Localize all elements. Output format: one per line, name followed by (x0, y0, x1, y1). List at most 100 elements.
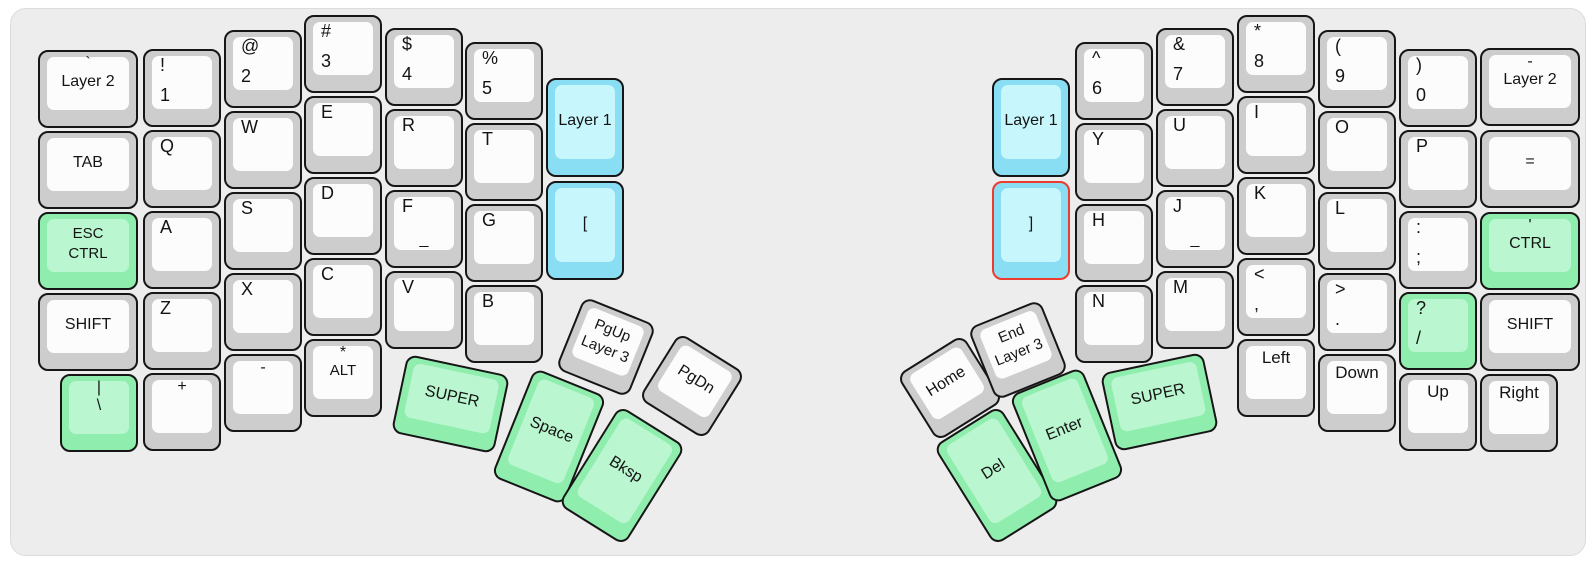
key-o[interactable]: O (1318, 111, 1396, 189)
keycap-top (1246, 22, 1306, 75)
keycap-top (1109, 360, 1207, 433)
key-percent-5[interactable]: %5 (465, 42, 543, 120)
key-r[interactable]: R (385, 109, 463, 187)
keycap-top (1408, 380, 1468, 433)
keycap-top (474, 292, 534, 345)
keycap-top (655, 342, 735, 420)
keycap-top (1084, 211, 1144, 264)
keycap-top (233, 361, 293, 414)
key-equals[interactable]: = (1480, 130, 1580, 208)
key-a[interactable]: A (143, 211, 221, 289)
key-pgdn[interactable]: PgDn (638, 332, 746, 440)
key-w[interactable]: W (224, 111, 302, 189)
keycap-top (474, 49, 534, 102)
key-b[interactable]: B (465, 285, 543, 363)
key-z[interactable]: Z (143, 292, 221, 370)
key-amp-7[interactable]: &7 (1156, 28, 1234, 106)
key-y[interactable]: Y (1075, 123, 1153, 201)
keycap-top (1489, 219, 1571, 272)
key-s[interactable]: S (224, 192, 302, 270)
key-f[interactable]: F_ (385, 190, 463, 268)
keycap-top (1408, 299, 1468, 352)
keycap-top (233, 37, 293, 90)
key-h[interactable]: H (1075, 204, 1153, 282)
key-lbracket[interactable]: [ (546, 181, 624, 280)
key-layer1-left[interactable]: Layer 1 (546, 78, 624, 177)
key-pipe-backslash[interactable]: |\ (60, 374, 138, 452)
key-m[interactable]: M (1156, 271, 1234, 349)
keycap-top (555, 188, 615, 262)
key-i[interactable]: I (1237, 96, 1315, 174)
keycap-top (152, 380, 212, 433)
key-j[interactable]: J_ (1156, 190, 1234, 268)
key-colon-semicolon[interactable]: :; (1399, 211, 1477, 289)
key-shift-right[interactable]: SHIFT (1480, 293, 1580, 371)
keycap-top (1327, 199, 1387, 252)
keycap-top (313, 346, 373, 399)
key-p[interactable]: P (1399, 130, 1477, 208)
key-arrow-down[interactable]: Down (1318, 354, 1396, 432)
key-asterisk-8[interactable]: *8 (1237, 15, 1315, 93)
keycap-top (152, 56, 212, 109)
keycap-top (152, 137, 212, 190)
keycap-top (47, 219, 129, 272)
key-lt-comma[interactable]: <, (1237, 258, 1315, 336)
key-d[interactable]: D (304, 177, 382, 255)
key-c[interactable]: C (304, 258, 382, 336)
keycap-top (152, 218, 212, 271)
key-dollar-4[interactable]: $4 (385, 28, 463, 106)
key-shift-left[interactable]: SHIFT (38, 293, 138, 371)
key-super-right[interactable]: SUPER (1099, 351, 1219, 453)
keycap-top (1489, 381, 1549, 434)
key-tab[interactable]: TAB (38, 131, 138, 209)
key-arrow-right[interactable]: Right (1480, 374, 1558, 452)
key-n[interactable]: N (1075, 285, 1153, 363)
key-u[interactable]: U (1156, 109, 1234, 187)
key-caret-6[interactable]: ^6 (1075, 42, 1153, 120)
key-gt-period[interactable]: >. (1318, 273, 1396, 351)
key-lparen-9[interactable]: (9 (1318, 30, 1396, 108)
keycap-top (1001, 85, 1061, 159)
key-asterisk-alt[interactable]: *ALT (304, 339, 382, 417)
key-v[interactable]: V (385, 271, 463, 349)
keycap-top (313, 103, 373, 156)
keycap-top (1165, 35, 1225, 88)
keycap-top (1489, 137, 1571, 190)
keycap-top (1327, 361, 1387, 414)
key-minus-left[interactable]: - (224, 354, 302, 432)
keycap-top (313, 22, 373, 75)
keycap-top (1408, 56, 1468, 109)
key-q[interactable]: Q (143, 130, 221, 208)
keycap-top (1084, 130, 1144, 183)
key-quote-ctrl[interactable]: 'CTRL (1480, 212, 1580, 290)
key-rparen-0[interactable]: )0 (1399, 49, 1477, 127)
key-exclam-1[interactable]: !1 (143, 49, 221, 127)
key-k[interactable]: K (1237, 177, 1315, 255)
key-e[interactable]: E (304, 96, 382, 174)
keycap-top (474, 211, 534, 264)
key-arrow-left[interactable]: Left (1237, 339, 1315, 417)
key-t[interactable]: T (465, 123, 543, 201)
keycap-top (1327, 37, 1387, 90)
key-super-left[interactable]: SUPER (390, 353, 510, 455)
key-grave-layer2-left[interactable]: `Layer 2 (38, 50, 138, 128)
keycap-top (570, 306, 646, 378)
key-hash-3[interactable]: #3 (304, 15, 382, 93)
key-esc-ctrl[interactable]: ESC CTRL (38, 212, 138, 290)
key-minus-layer2[interactable]: -Layer 2 (1480, 48, 1580, 126)
key-g[interactable]: G (465, 204, 543, 282)
keycap-top (233, 199, 293, 252)
keycap-top (47, 57, 129, 110)
key-layer1-right[interactable]: Layer 1 (992, 78, 1070, 177)
keycap-top (233, 280, 293, 333)
key-at-2[interactable]: @2 (224, 30, 302, 108)
keycap-top (233, 118, 293, 171)
key-rbracket[interactable]: ] (992, 181, 1070, 280)
key-l[interactable]: L (1318, 192, 1396, 270)
key-x[interactable]: X (224, 273, 302, 351)
keycap-top (907, 344, 987, 422)
key-arrow-up[interactable]: Up (1399, 373, 1477, 451)
key-question-slash[interactable]: ?/ (1399, 292, 1477, 370)
key-plus[interactable]: + (143, 373, 221, 451)
keycap-top (978, 309, 1054, 381)
